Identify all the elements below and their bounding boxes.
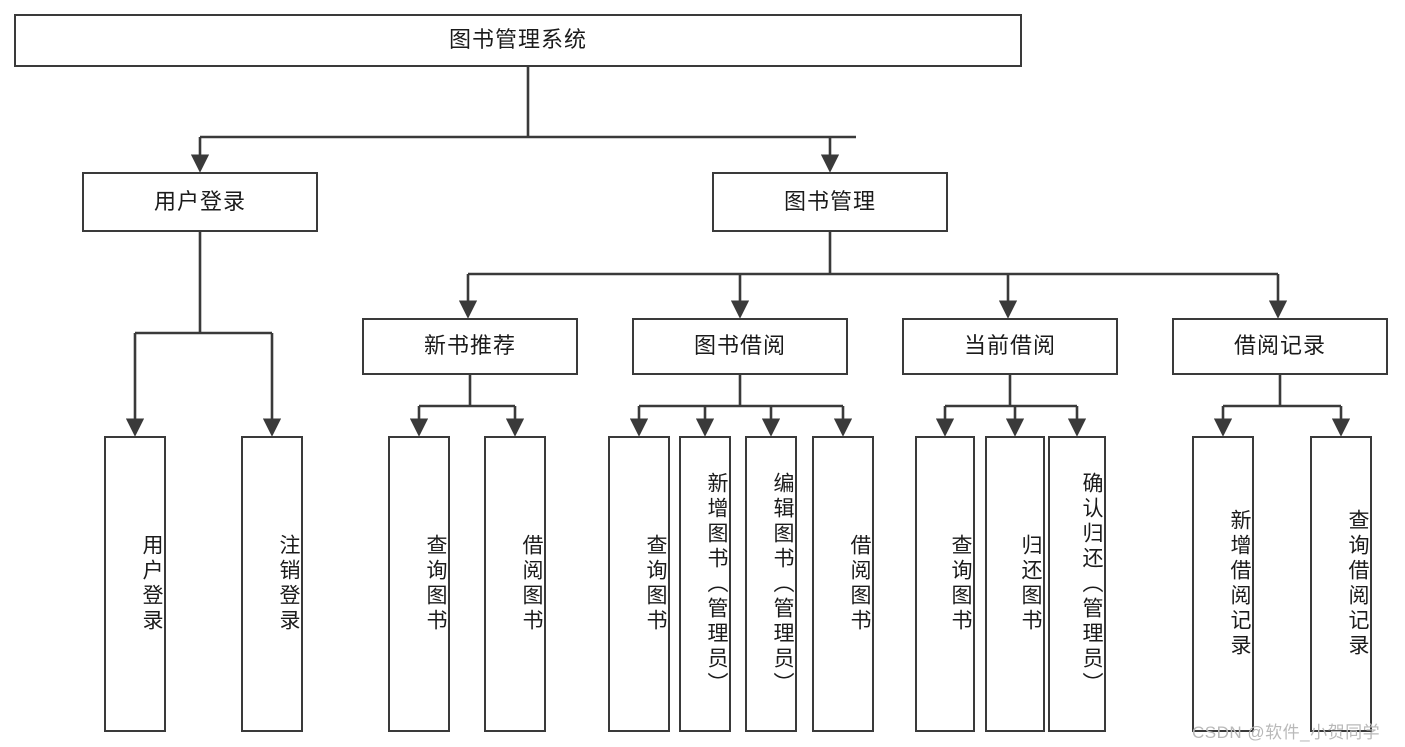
node-borrow-record[interactable]: 借阅记录: [1172, 318, 1388, 375]
node-user-login-label: 用户登录: [153, 188, 246, 214]
node-root[interactable]: 图书管理系统: [14, 14, 1022, 67]
leaf-query-borrow-record[interactable]: 查询借阅记录: [1310, 436, 1372, 732]
leaf-confirm-return-admin-label: 确认归还（管理员）: [1080, 471, 1103, 697]
node-current-borrow[interactable]: 当前借阅: [902, 318, 1118, 375]
leaf-add-borrow-record[interactable]: 新增借阅记录: [1192, 436, 1254, 732]
leaf-user-logout-label: 注销登录: [277, 534, 300, 634]
node-book-manage-label: 图书管理: [783, 188, 876, 214]
leaf-query-book-borrow-label: 查询图书: [644, 534, 667, 634]
node-root-label: 图书管理系统: [448, 27, 587, 53]
node-new-book-rec-label: 新书推荐: [423, 333, 516, 359]
leaf-borrow-book-rec[interactable]: 借阅图书: [484, 436, 546, 732]
csdn-watermark: CSDN @软件_小贺同学: [1192, 723, 1381, 742]
leaf-edit-book-admin[interactable]: 编辑图书（管理员）: [745, 436, 797, 732]
leaf-confirm-return-admin[interactable]: 确认归还（管理员）: [1048, 436, 1106, 732]
leaf-add-borrow-record-label: 新增借阅记录: [1228, 509, 1251, 659]
leaf-query-book-cur[interactable]: 查询图书: [915, 436, 975, 732]
leaf-add-book-admin-label: 新增图书（管理员）: [705, 471, 728, 697]
node-current-borrow-label: 当前借阅: [963, 333, 1056, 359]
leaf-borrow-book-label: 借阅图书: [848, 534, 871, 634]
leaf-query-borrow-record-label: 查询借阅记录: [1346, 509, 1369, 659]
leaf-query-book-rec-label: 查询图书: [424, 534, 447, 634]
leaf-edit-book-admin-label: 编辑图书（管理员）: [771, 471, 794, 697]
leaf-user-logout[interactable]: 注销登录: [241, 436, 303, 732]
leaf-add-book-admin[interactable]: 新增图书（管理员）: [679, 436, 731, 732]
leaf-query-book-borrow[interactable]: 查询图书: [608, 436, 670, 732]
leaf-return-book[interactable]: 归还图书: [985, 436, 1045, 732]
node-new-book-rec[interactable]: 新书推荐: [362, 318, 578, 375]
node-book-manage[interactable]: 图书管理: [712, 172, 948, 232]
leaf-user-login[interactable]: 用户登录: [104, 436, 166, 732]
node-borrow-record-label: 借阅记录: [1233, 333, 1326, 359]
leaf-user-login-label: 用户登录: [140, 534, 163, 634]
node-user-login[interactable]: 用户登录: [82, 172, 318, 232]
leaf-query-book-rec[interactable]: 查询图书: [388, 436, 450, 732]
leaf-return-book-label: 归还图书: [1019, 534, 1042, 634]
node-book-borrow[interactable]: 图书借阅: [632, 318, 848, 375]
leaf-borrow-book-rec-label: 借阅图书: [520, 534, 543, 634]
leaf-borrow-book[interactable]: 借阅图书: [812, 436, 874, 732]
leaf-query-book-cur-label: 查询图书: [949, 534, 972, 634]
node-book-borrow-label: 图书借阅: [693, 333, 786, 359]
